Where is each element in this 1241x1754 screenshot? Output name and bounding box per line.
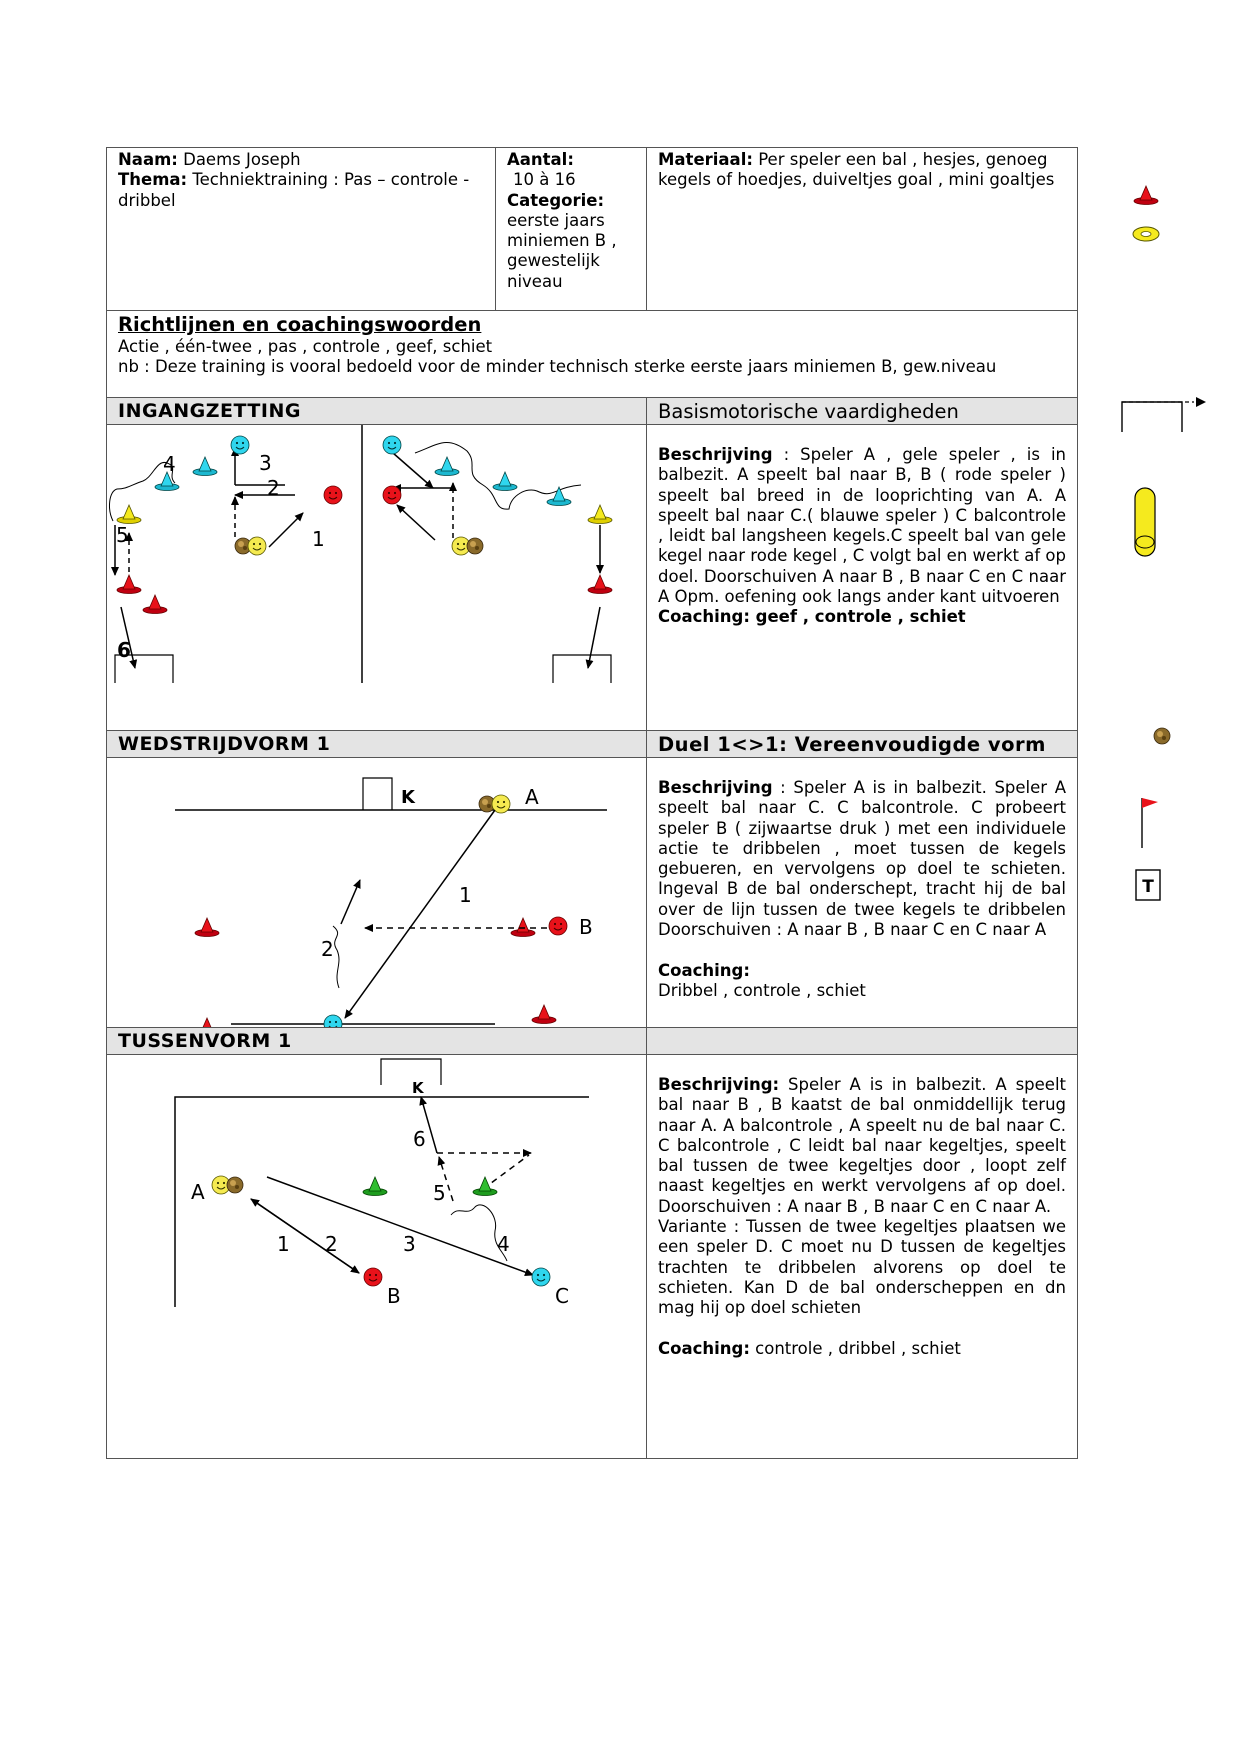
richtlijnen-row: Richtlijnen en coachingswoorden Actie , … [107,311,1077,398]
section3-desc-text: Speler A is in balbezit. A speelt bal na… [658,1075,1066,1216]
richtlijnen-title: Richtlijnen en coachingswoorden [118,313,482,336]
section1-diagram: 4 3 2 1 5 6 [109,425,613,683]
section3-coaching-text: controle , dribbel , schiet [749,1338,961,1358]
legend-goal-icon [1121,397,1206,432]
richtlijnen-line2: nb : Deze training is vooral bedoeld voo… [118,357,997,377]
naam-value: Daems Joseph [177,150,301,169]
categorie-label: Categorie: [507,190,605,210]
thema-value: Techniektraining : Pas – controle - drib… [118,170,470,210]
section3-diagram: K 6 5 A 1 2 [174,1058,589,1308]
categorie-value: eerste jaars miniemen B , gewestelijk ni… [507,210,617,291]
naam-thema-cell: Naam: Daems Joseph Thema: Techniektraini… [107,148,496,310]
s3-label-4: 4 [497,1232,510,1256]
section2-subtitle-cell: Duel 1<>1: Vereenvoudigde vorm [647,731,1077,758]
section2-subtitle: Duel 1<>1: Vereenvoudigde vorm [658,733,1046,756]
legend-red-cone-icon [1133,185,1159,205]
thema-label: Thema: [118,170,188,190]
section3-title-cell: TUSSENVORM 1 [107,1028,647,1055]
materiaal-cell: Materiaal: Per speler een bal , hesjes, … [647,148,1077,310]
legend-corner-flag-icon [1141,798,1158,848]
legend-t-box-icon: T [1135,869,1161,901]
legend-ball-icon [1153,727,1171,745]
section-ingangzetting: INGANGZETTING Basismotorische vaardighed… [107,398,1077,731]
material-legend: T [1110,170,1220,930]
section2-diagram: K A 1 B 2 [175,777,607,1057]
aantal-label: Aantal: [507,150,574,169]
s2-label-1: 1 [459,883,472,907]
section1-title-cell: INGANGZETTING [107,398,647,425]
s3-label-1: 1 [277,1232,290,1256]
s3-label-c: C [555,1284,569,1308]
legend-yellow-ring-icon [1132,226,1160,242]
legend-svg: T [1121,185,1206,901]
aantal-cell: Aantal: 10 à 16 Categorie: eerste jaars … [496,148,647,310]
section2-desc-label: Beschrijving [658,778,773,797]
s2-label-k: K [401,787,416,808]
section3-desc-label: Beschrijving: [658,1075,780,1094]
naam-label: Naam: [118,150,178,169]
s3-label-2: 2 [325,1232,338,1256]
legend-yellow-pole-icon [1134,487,1156,557]
s3-label-a: A [191,1180,205,1204]
section3-desc-cell: Beschrijving: Speler A is in balbezit. A… [647,1055,1077,1459]
section2-title-cell: WEDSTRIJDVORM 1 [107,731,647,758]
s2-label-2: 2 [321,937,334,961]
section-tussenvorm: TUSSENVORM 1 K 6 5 [107,1028,1077,1459]
section1-subtitle: Basismotorische vaardigheden [658,400,959,423]
section3-subtitle-cell [647,1028,1077,1055]
section1-subtitle-cell: Basismotorische vaardigheden [647,398,1077,425]
section3-desc-text2: Variante : Tussen de twee kegeltjes plaa… [658,1217,1066,1318]
section1-title: INGANGZETTING [118,400,301,422]
section1-desc-text: : Speler A , gele speler , is in balbezi… [658,445,1066,607]
s3-label-3: 3 [403,1232,416,1256]
s1-label-5: 5 [116,523,129,547]
section1-coaching: Coaching: geef , controle , schiet [658,607,966,627]
section1-desc-label: Beschrijving [658,445,773,464]
section-wedstrijdvorm: WEDSTRIJDVORM 1 Duel 1<>1: Vereenvoudigd… [107,731,1077,1057]
s3-label-6: 6 [413,1127,426,1151]
s2-label-b: B [579,915,593,939]
aantal-value: 10 à 16 [513,170,576,190]
richtlijnen-line1: Actie , één-twee , pas , controle , geef… [118,337,493,356]
section1-diagram-cell: 4 3 2 1 5 6 [107,425,647,730]
section3-diagram-cell: K 6 5 A 1 2 [107,1055,647,1459]
section3-title: TUSSENVORM 1 [118,1030,292,1052]
materiaal-label: Materiaal: [658,150,753,169]
section3-subtitle [647,1028,1077,1032]
section1-desc-cell: Beschrijving : Speler A , gele speler , … [647,425,1077,730]
s1-label-4: 4 [163,452,176,476]
s3-label-5: 5 [433,1181,446,1205]
section2-coaching-text: Dribbel , controle , schiet [658,980,866,1000]
s1-label-1: 1 [312,527,325,551]
s3-label-k: K [412,1079,425,1097]
s3-label-b: B [387,1284,401,1308]
section2-desc-text: : Speler A is in balbezit. Speler A spee… [658,778,1066,940]
s1-label-3: 3 [259,451,272,475]
section2-coaching-label: Coaching: [658,960,750,980]
materiaal-value: Per speler een bal , hesjes, genoeg kege… [658,150,1055,190]
section2-diagram-cell: K A 1 B 2 [107,758,647,1057]
s2-label-a: A [525,785,539,809]
header-row: Naam: Daems Joseph Thema: Techniektraini… [107,148,1077,311]
s1-label-6: 6 [117,638,131,662]
training-sheet: Naam: Daems Joseph Thema: Techniektraini… [106,147,1078,1459]
section2-title: WEDSTRIJDVORM 1 [118,733,331,755]
s1-label-2: 2 [267,476,280,500]
section3-coaching-label: Coaching: [658,1338,750,1358]
section2-desc-cell: Beschrijving : Speler A is in balbezit. … [647,758,1077,1027]
legend-t-label: T [1142,877,1154,897]
